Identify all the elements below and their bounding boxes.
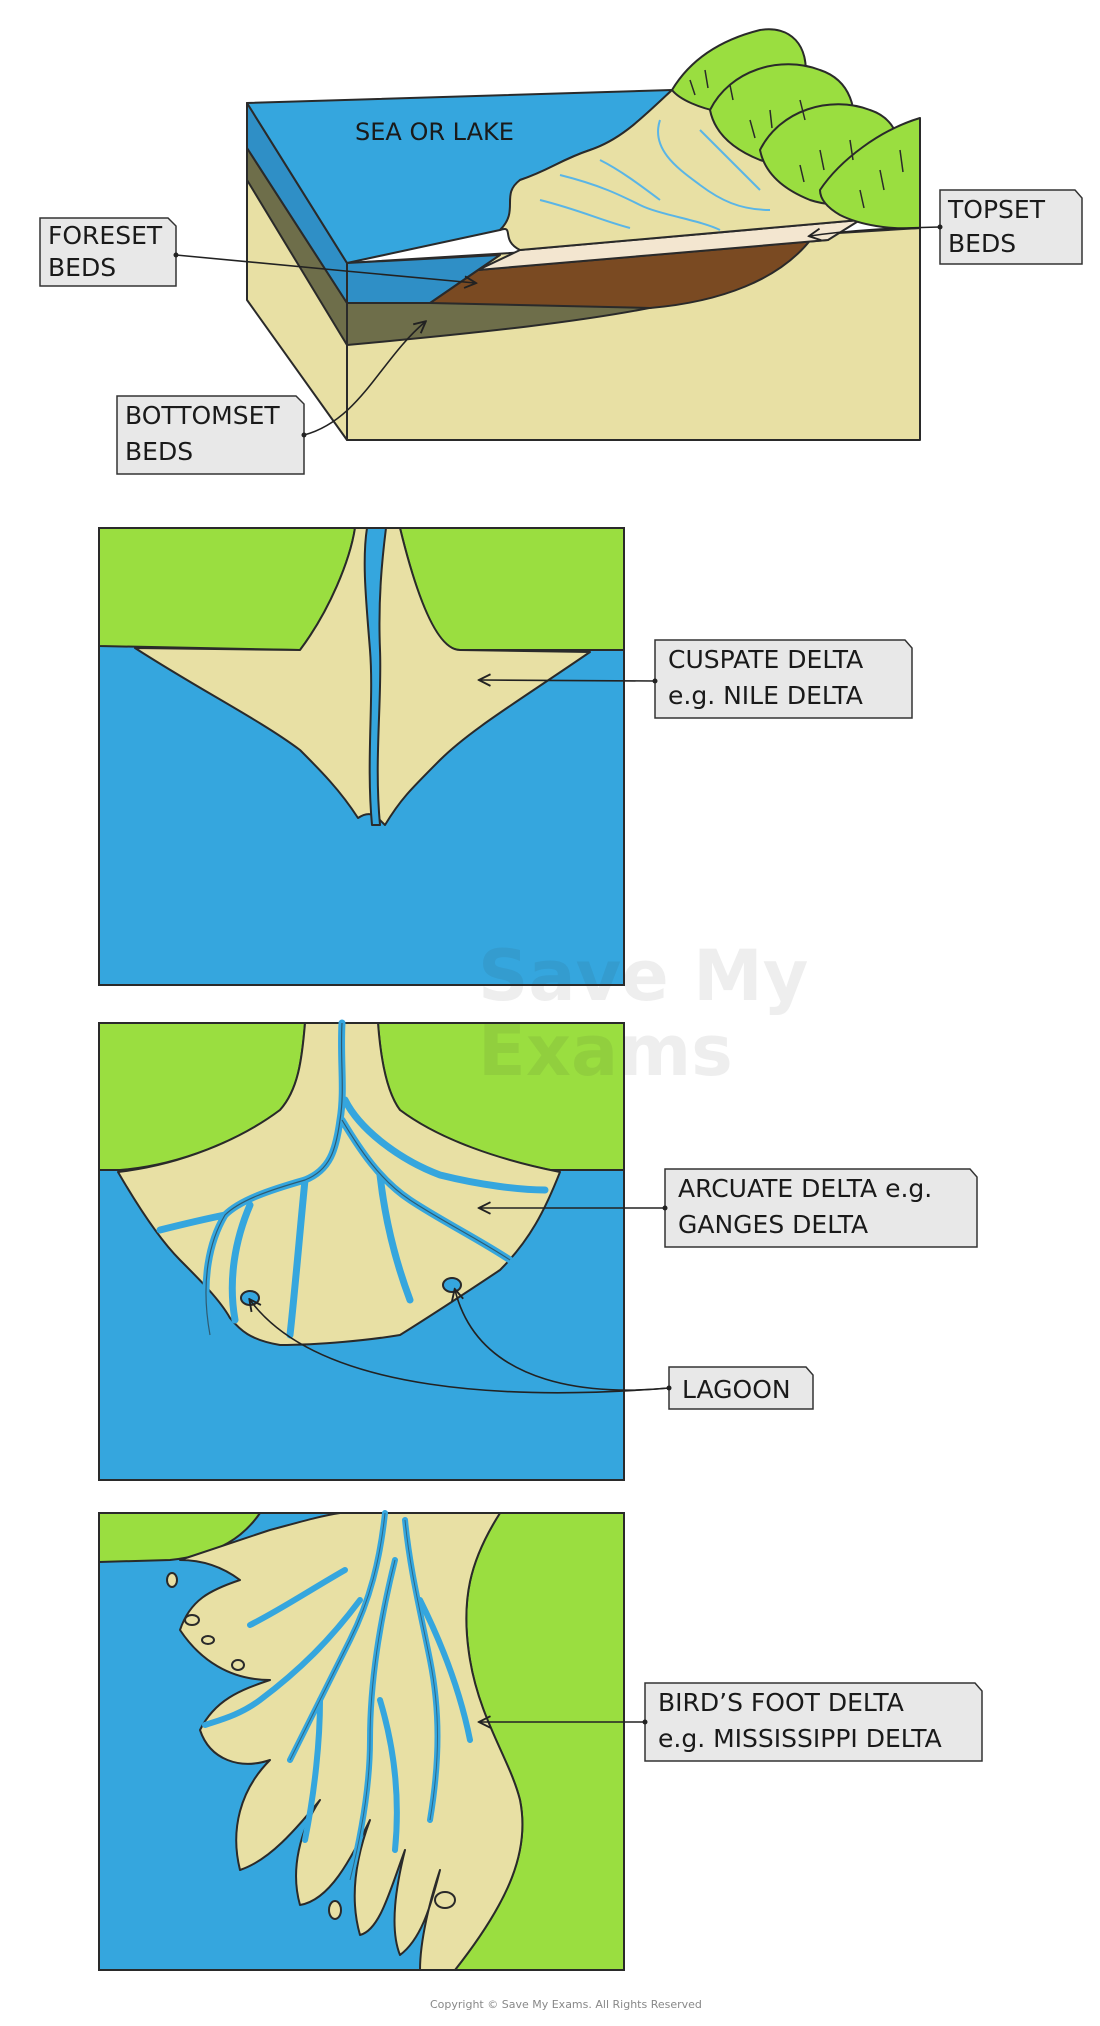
foreset-label-line1: FORESET [48,221,163,250]
birdsfoot-label: BIRD’S FOOT DELTA e.g. MISSISSIPPI DELTA [480,1682,983,1762]
foreset-label: FORESET BEDS [39,217,475,286]
arcuate-label: ARCUATE DELTA e.g. GANGES DELTA [480,1168,978,1248]
lagoon-right [442,1277,462,1293]
arcuate-delta-panel: ARCUATE DELTA e.g. GANGES DELTA LAGOON [98,1019,978,1481]
lagoon-left [240,1290,260,1306]
lagoon-label: LAGOON [250,1290,814,1410]
distributary-channels [539,119,771,231]
cuspate-river [363,527,387,826]
birdsfoot-label-line1: BIRD’S FOOT DELTA [658,1688,904,1717]
bottomset-label-line2: BEDS [125,437,193,466]
topset-label-line1: TOPSET [947,195,1046,224]
arcuate-channel-outlines [205,1022,511,1336]
arcuate-label-line1: ARCUATE DELTA e.g. [678,1174,932,1203]
birdsfoot-channel-lines [289,1512,438,1881]
birdsfoot-sediment [179,1512,524,1971]
cuspate-label: CUSPATE DELTA e.g. NILE DELTA [480,639,913,719]
topset-label-line2: BEDS [948,229,1016,258]
sea-label: SEA OR LAKE [355,118,514,146]
cuspate-label-line2: e.g. NILE DELTA [668,681,863,710]
lagoon-label-text: LAGOON [682,1375,791,1404]
cuspate-label-line1: CUSPATE DELTA [668,645,863,674]
topset-label: TOPSET BEDS [810,189,1083,265]
foreset-label-line2: BEDS [48,253,116,282]
copyright: Copyright © Save My Exams. All Rights Re… [430,1998,702,2011]
birdsfoot-label-line2: e.g. MISSISSIPPI DELTA [658,1724,942,1753]
watermark-line2: Exams [478,1010,733,1092]
cuspate-delta-panel: CUSPATE DELTA e.g. NILE DELTA [98,527,913,986]
bottomset-label: BOTTOMSET BEDS [116,322,425,475]
block-diagram: SEA OR LAKE FORESET BEDS TOPSET BEDS BOT… [39,28,1083,475]
birdsfoot-delta-panel: BIRD’S FOOT DELTA e.g. MISSISSIPPI DELTA [98,1510,983,1971]
watermark-line1: Save My [478,935,808,1017]
watermark: Save My Exams [478,935,808,1092]
bottomset-label-line1: BOTTOMSET [125,401,280,430]
birdsfoot-islands [166,1572,456,1920]
hills [671,28,921,230]
arcuate-label-line2: GANGES DELTA [678,1210,868,1239]
